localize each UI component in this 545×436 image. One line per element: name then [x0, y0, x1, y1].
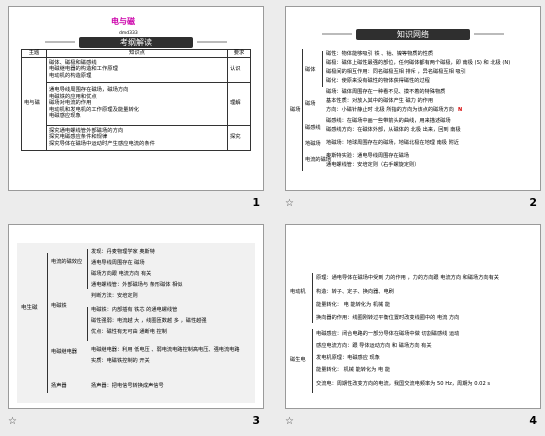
note-line: 交流电：周期性改变方向的电流，我国交流电频率为 50 Hz，周期为 0.02 s — [316, 381, 491, 387]
knowledge-item: 磁体、磁极和磁感线 — [49, 59, 97, 66]
bracket-line — [87, 249, 88, 289]
slide-thumbnail-2[interactable]: 知识网络 磁场 磁体 磁场 磁感线 地磁场 电流的磁场 磁性：物体能够吸引 铁 … — [277, 0, 545, 218]
mindmap-root: 电生磁 — [21, 305, 38, 311]
level-cell: 认识 — [227, 56, 251, 83]
bracket-line — [312, 273, 313, 323]
branch-label: 地磁场 — [305, 141, 321, 147]
bracket-line — [87, 307, 88, 341]
note-line: 发电机原理：电磁感应 现象 — [316, 355, 380, 361]
branch-label: 磁场 — [305, 101, 316, 107]
slide-2: 知识网络 磁场 磁体 磁场 磁感线 地磁场 电流的磁场 磁性：物体能够吸引 铁 … — [285, 6, 541, 191]
page-number: 1 — [252, 196, 260, 209]
slide-thumbnail-3[interactable]: 电生磁 电流的磁效应 电磁铁 电磁继电器 扬声器 发现：丹麦物理学家 奥斯特 通… — [0, 218, 272, 436]
note-line: 原理：通电导体在磁场中受到 力的作用 ，力的方向跟 电流方向 和磁场方向有关 — [316, 275, 499, 281]
note-line: 构造：转子、定子、换向器、电刷 — [316, 289, 394, 295]
knowledge-cell: 磁体、磁极和磁感线 电磁继电器的构造和工作原理 电动机的构造原理 — [46, 56, 228, 83]
note-line: 磁极间的相互作用：同名磁极互相 排斥 ，异名磁极互相 吸引 — [326, 69, 466, 75]
branch-label: 磁感线 — [305, 125, 321, 131]
knowledge-cell: 通电导线周围存在磁场，磁场方向 电磁铁的应用和优点 磁场对电流的作用 电动机和发… — [46, 81, 228, 126]
knowledge-item: 电动机的构造原理 — [49, 72, 92, 79]
branch-label: 扬声器 — [51, 383, 67, 389]
note-line: 通电螺线管：安培定则（右手螺旋定则） — [326, 162, 420, 168]
note-line: 磁感线方向：在磁体外部，从磁体的 北极 出来，回到 南极 — [326, 127, 461, 133]
note-line: 地磁场：地球周围存在的磁场，地磁北极在地理 南极 附近 — [326, 140, 459, 146]
header-cell: 要求 — [227, 49, 251, 58]
branch-label: 电磁铁 — [51, 303, 67, 309]
knowledge-item: 磁场对电流的作用 — [49, 100, 92, 107]
slide-4: 电动机 磁生电 原理：通电导体在磁场中受到 力的作用 ，力的方向跟 电流方向 和… — [285, 224, 541, 409]
knowledge-item: 电磁铁的应用和优点 — [49, 93, 97, 100]
slide-thumbnail-4[interactable]: 电动机 磁生电 原理：通电导体在磁场中受到 力的作用 ，力的方向跟 电流方向 和… — [277, 218, 545, 436]
note-line: 磁极：磁体上磁性最强的部位，任何磁体都有两个磁极，即 南极 (S) 和 北极 (… — [326, 60, 511, 66]
mindmap-root: 磁生电 — [290, 357, 306, 363]
level-cell: 探究 — [227, 124, 251, 151]
highlight-answer: N — [458, 107, 463, 113]
mindmap-background — [17, 243, 255, 403]
note-line: 磁场方向跟 电流方向 有关 — [91, 271, 152, 277]
slide-title: 电与磁 — [111, 17, 135, 26]
slide-thumbnail-1[interactable]: 电与磁 dmd333 考纲解读 主题 知识点 要求 电与磁 磁体、磁极和磁感线 … — [0, 0, 272, 218]
note-line: 磁感线：在磁场中画一些带箭头的曲线，用来描述磁场 — [326, 118, 451, 124]
note-line: 扬声器：把电信号转换成声信号 — [91, 383, 164, 389]
note-line: 能量转化： 电 能转化为 机械 能 — [316, 302, 391, 308]
header-cell: 主题 — [21, 49, 47, 58]
level-cell: 理解 — [227, 81, 251, 126]
note-line: 实质：电磁铁控制的 开关 — [91, 358, 150, 364]
note-line: 基本性质：对放入其中的磁体产生 磁力 的作用 — [326, 98, 434, 104]
syllabus-table: 主题 知识点 要求 电与磁 磁体、磁极和磁感线 电磁继电器的构造和工作原理 电动… — [21, 49, 251, 151]
section-banner: 知识网络 — [322, 29, 504, 40]
note-line: 优点：磁性有无可由 通断电 控制 — [91, 329, 167, 335]
slide-1: 电与磁 dmd333 考纲解读 主题 知识点 要求 电与磁 磁体、磁极和磁感线 … — [8, 6, 264, 191]
note-line: 磁性强弱：电流越 大 ，线圈匝数越 多 ，磁性越强 — [91, 318, 207, 324]
note-line: 感应电流方向：跟 导体运动方向 和 磁场方向 有关 — [316, 343, 432, 349]
star-icon: ☆ — [8, 416, 17, 427]
knowledge-item: 电磁感应现象 — [49, 113, 81, 120]
knowledge-item: 电动机和发电机的工作原理及能量转化 — [49, 106, 140, 113]
slide-3: 电生磁 电流的磁效应 电磁铁 电磁继电器 扬声器 发现：丹麦物理学家 奥斯特 通… — [8, 224, 264, 409]
note-line: 磁场：磁体周围存在一种看不见、摸不着的特殊物质 — [326, 89, 446, 95]
knowledge-item: 探究电磁感应条件和规律 — [49, 134, 108, 141]
knowledge-item: 探究通电螺线管外部磁场的方向 — [49, 127, 124, 134]
note-line: 电磁感应：闭合电路的一部分导体在磁场中做 切割磁感线 运动 — [316, 331, 460, 337]
star-icon: ☆ — [285, 416, 294, 427]
knowledge-cell: 探究通电螺线管外部磁场的方向 探究电磁感应条件和规律 探究导体在磁场中运动时产生… — [46, 124, 228, 151]
note-line: 判断方法：安培定则 — [91, 293, 138, 299]
note-line: 磁化：使原来没有磁性的物体获得磁性的过程 — [326, 78, 430, 84]
page-number: 3 — [252, 414, 260, 427]
note-line: 磁性：物体能够吸引 铁 、钴、镍等物质的性质 — [326, 51, 434, 57]
table-header-row: 主题 知识点 要求 — [21, 49, 251, 58]
page-number: 4 — [529, 414, 537, 427]
note-line: 换向器的作用：线圈刚转过平衡位置时改变线圈中的 电流 方向 — [316, 315, 460, 321]
branch-label: 电流的磁效应 — [51, 259, 83, 265]
note-line: 通电导线周围存在 磁场 — [91, 260, 145, 266]
note-line: 发现：丹麦物理学家 奥斯特 — [91, 249, 155, 255]
note-line: 方向：小磁针静止时 北极 所指的方向为该点的磁场方向 — [326, 107, 454, 113]
table-row: 通电导线周围存在磁场，磁场方向 电磁铁的应用和优点 磁场对电流的作用 电动机和发… — [22, 81, 251, 126]
note-line: 奥斯特实验：通电导线周围存在磁场 — [326, 153, 410, 159]
section-banner: 考纲解读 — [45, 37, 227, 48]
star-icon: ☆ — [285, 198, 294, 209]
knowledge-item: 电磁继电器的构造和工作原理 — [49, 66, 118, 73]
note-line: 能量转化： 机械 能转化为 电 能 — [316, 367, 391, 373]
branch-label: 电磁继电器 — [51, 349, 77, 355]
bracket-line — [312, 329, 313, 393]
branch-label: 电流的磁场 — [305, 157, 331, 163]
table-row: 电与磁 磁体、磁极和磁感线 电磁继电器的构造和工作原理 电动机的构造原理 认识 — [21, 56, 251, 151]
branch-label: 磁体 — [305, 67, 316, 73]
slide-subtitle: dmd333 — [119, 31, 138, 36]
table-row: 探究通电螺线管外部磁场的方向 探究电磁感应条件和规律 探究导体在磁场中运动时产生… — [22, 124, 251, 151]
mindmap-root: 磁场 — [290, 107, 301, 113]
mindmap-root: 电动机 — [290, 289, 306, 295]
knowledge-item: 探究导体在磁场中运动时产生感应电流的条件 — [49, 140, 155, 147]
header-cell: 知识点 — [46, 49, 228, 58]
knowledge-item: 通电导线周围存在磁场，磁场方向 — [49, 87, 129, 94]
bracket-line — [302, 49, 303, 171]
note-line: 通电螺线管：外部磁场与 条形磁体 相似 — [91, 282, 183, 288]
theme-cell: 电与磁 — [21, 56, 47, 151]
note-line: 电磁继电器：利用 低电压 、弱电流电路控制高电压、强电流电路 — [91, 347, 240, 353]
page-number: 2 — [529, 196, 537, 209]
bracket-line — [47, 253, 48, 393]
note-line: 电磁铁：内部插有 铁芯 的通电螺线管 — [91, 307, 178, 313]
bracket-line — [322, 51, 323, 87]
